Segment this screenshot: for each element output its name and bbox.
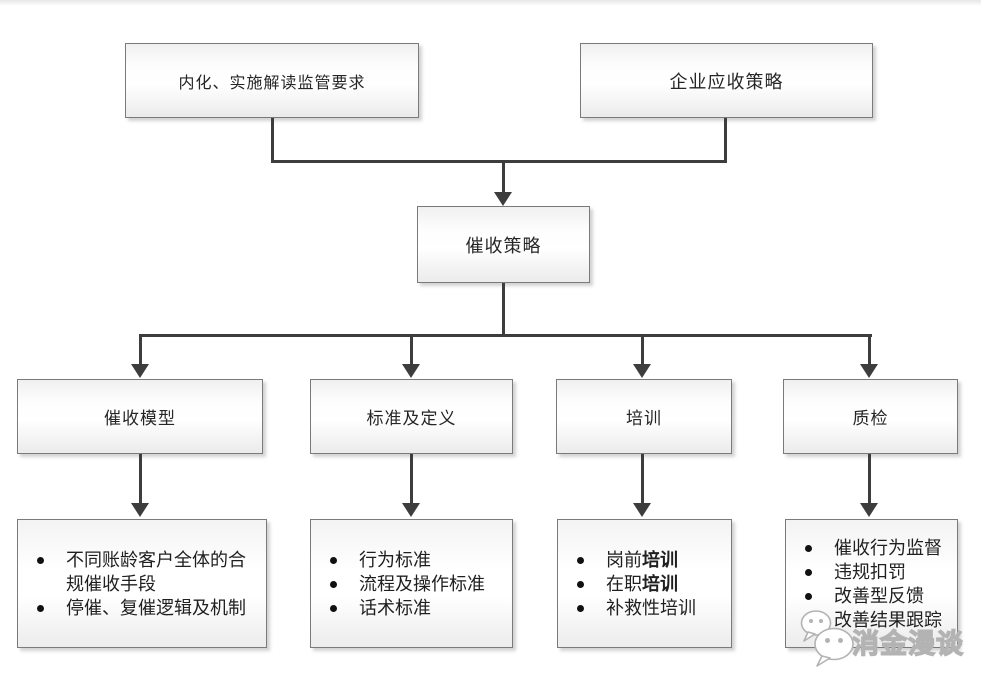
node-collection-model: 催收模型 — [17, 379, 263, 454]
node-quality-check: 质检 — [783, 379, 958, 454]
node-label: 标准及定义 — [366, 409, 457, 428]
arrowhead-down-icon — [860, 503, 878, 517]
list-item: 违规扣罚 — [802, 560, 949, 584]
list-item: 行为标准 — [327, 548, 504, 572]
page-top-edge — [0, 0, 981, 6]
connector-detail2-stem — [410, 454, 413, 504]
list-item-text: 岗前 — [606, 549, 642, 570]
connector-distributor-horizontal — [139, 334, 872, 337]
node-label: 催收模型 — [104, 409, 176, 428]
list-item-text: 行为标准 — [359, 549, 431, 570]
node-label: 培训 — [626, 409, 662, 428]
list-item-text: 话术标准 — [359, 597, 431, 618]
connector-detail1-stem — [139, 454, 142, 504]
node-enterprise-receivable-strategy: 企业应收策略 — [580, 43, 873, 118]
list-item: 话术标准 — [327, 596, 504, 620]
node-training: 培训 — [556, 379, 732, 454]
detail-training: 岗前培训 在职培训 补救性培训 — [557, 519, 732, 648]
connector-branch2-stem — [410, 336, 413, 365]
list-item: 流程及操作标准 — [327, 572, 504, 596]
arrowhead-down-icon — [402, 503, 420, 517]
node-standards-definitions: 标准及定义 — [310, 379, 513, 454]
arrowhead-down-icon — [860, 364, 878, 378]
arrowhead-down-icon — [633, 503, 651, 517]
list-item-text: 在职 — [606, 573, 642, 594]
node-collection-strategy: 催收策略 — [417, 206, 590, 283]
connector-detail3-stem — [641, 454, 644, 504]
detail-list: 行为标准 流程及操作标准 话术标准 — [311, 520, 512, 647]
arrowhead-down-icon — [131, 364, 149, 378]
connector-branch3-stem — [641, 336, 644, 365]
list-item: 不同账龄客户全体的合规催收手段 — [34, 548, 258, 596]
node-label: 内化、实施解读监管要求 — [178, 74, 366, 92]
watermark-text: 消金漫谈 — [851, 628, 964, 659]
connector-center-stem — [502, 161, 505, 193]
list-item-text: 补救性培训 — [606, 597, 696, 618]
list-item-text: 违规扣罚 — [834, 561, 906, 582]
arrowhead-down-icon — [131, 503, 149, 517]
list-item: 岗前培训 — [574, 548, 723, 572]
node-label: 质检 — [852, 409, 889, 428]
arrowhead-down-icon — [402, 364, 420, 378]
arrowhead-down-icon — [494, 192, 512, 206]
detail-collection-model: 不同账龄客户全体的合规催收手段 停催、复催逻辑及机制 — [17, 519, 267, 648]
connector-branch1-stem — [139, 336, 142, 365]
list-item-text: 催收行为监督 — [834, 537, 942, 558]
list-item-bold-text: 培训 — [642, 549, 678, 570]
node-label: 企业应收策略 — [669, 71, 784, 92]
detail-list: 催收行为监督 违规扣罚 改善型反馈 改善结果跟踪 — [786, 520, 957, 647]
node-regulation-requirements: 内化、实施解读监管要求 — [125, 43, 419, 118]
connector-merge-horizontal — [271, 160, 727, 163]
list-item-text: 改善型反馈 — [834, 585, 924, 606]
list-item: 停催、复催逻辑及机制 — [34, 596, 258, 620]
connector-left-drop — [271, 118, 274, 163]
list-item: 在职培训 — [574, 572, 723, 596]
list-item: 催收行为监督 — [802, 536, 949, 560]
watermark: 消金漫谈 — [798, 604, 973, 668]
connector-branch4-stem — [868, 336, 871, 365]
list-item-text: 流程及操作标准 — [359, 573, 485, 594]
connector-right-drop — [724, 118, 727, 163]
connector-detail4-stem — [868, 454, 871, 504]
list-item-text: 不同账龄客户全体的合规催收手段 — [66, 549, 246, 594]
arrowhead-down-icon — [633, 364, 651, 378]
detail-list: 不同账龄客户全体的合规催收手段 停催、复催逻辑及机制 — [18, 520, 266, 647]
list-item-text: 改善结果跟踪 — [834, 609, 942, 630]
connector-strategy-drop — [502, 283, 505, 336]
node-label: 催收策略 — [465, 235, 542, 256]
list-item: 补救性培训 — [574, 596, 723, 620]
detail-list: 岗前培训 在职培训 补救性培训 — [558, 520, 731, 647]
detail-standards: 行为标准 流程及操作标准 话术标准 — [310, 519, 513, 648]
wechat-chat-bubbles-icon — [800, 610, 854, 667]
list-item: 改善型反馈 — [802, 584, 949, 608]
list-item-text: 停催、复催逻辑及机制 — [66, 597, 246, 618]
list-item-bold-text: 培训 — [642, 573, 678, 594]
